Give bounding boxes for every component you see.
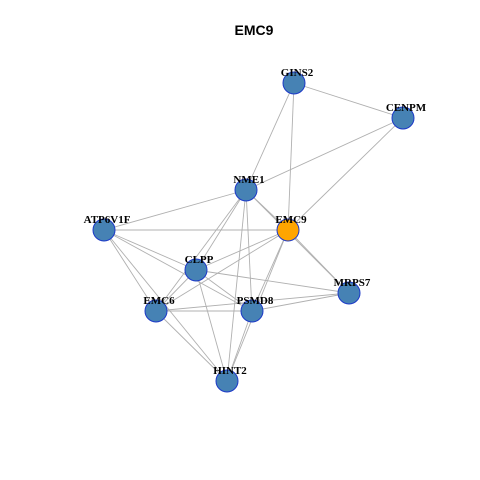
edge-nme1-emc6	[155, 189, 247, 312]
node-label-psmd8: PSMD8	[237, 295, 274, 307]
node-label-gins2: GINS2	[281, 67, 314, 79]
node-label-mrps7: MRPS7	[334, 277, 371, 289]
node-circle-clpp	[184, 258, 208, 282]
node-hint2: HINT2	[213, 365, 247, 393]
edge-layer	[103, 82, 404, 382]
node-emc6: EMC6	[143, 295, 175, 323]
edge-atp6v1f-psmd8	[103, 229, 253, 312]
node-gins2: GINS2	[281, 67, 314, 95]
node-circle-emc9	[276, 218, 300, 242]
edge-cenpm-emc9	[287, 117, 404, 231]
edge-clpp-mrps7	[195, 269, 350, 294]
edge-emc9-clpp	[195, 229, 289, 271]
node-clpp: CLPP	[184, 254, 214, 282]
edge-atp6v1f-emc6	[103, 229, 157, 312]
graph-title: EMC9	[235, 22, 274, 38]
edge-gins2-cenpm	[293, 82, 404, 119]
node-label-emc9: EMC9	[275, 214, 307, 226]
node-label-atp6v1f: ATP6V1F	[84, 214, 131, 226]
edge-gins2-emc9	[287, 82, 295, 231]
node-atp6v1f: ATP6V1F	[84, 214, 131, 242]
edge-cenpm-nme1	[245, 117, 404, 191]
edge-nme1-hint2	[226, 189, 247, 382]
node-mrps7: MRPS7	[334, 277, 371, 305]
node-cenpm: CENPM	[386, 102, 427, 130]
node-circle-atp6v1f	[92, 218, 116, 242]
edge-mrps7-psmd8	[251, 292, 350, 312]
node-circle-nme1	[234, 178, 258, 202]
edge-nme1-psmd8	[245, 189, 253, 312]
edge-clpp-hint2	[195, 269, 228, 382]
node-circle-hint2	[215, 369, 239, 393]
node-emc9: EMC9	[275, 214, 307, 242]
edge-nme1-atp6v1f	[103, 189, 247, 231]
node-label-clpp: CLPP	[185, 254, 214, 266]
edge-psmd8-hint2	[226, 310, 253, 382]
edge-clpp-psmd8	[195, 269, 253, 312]
node-label-nme1: NME1	[233, 174, 264, 186]
node-label-cenpm: CENPM	[386, 102, 427, 114]
edge-emc9-mrps7	[287, 229, 350, 294]
edge-emc9-psmd8	[251, 229, 289, 312]
node-label-emc6: EMC6	[143, 295, 175, 307]
node-circle-mrps7	[337, 281, 361, 305]
node-circle-emc6	[144, 299, 168, 323]
edge-gins2-nme1	[245, 82, 295, 191]
node-circle-cenpm	[391, 106, 415, 130]
node-circle-psmd8	[240, 299, 264, 323]
node-psmd8: PSMD8	[237, 295, 274, 323]
edge-emc6-hint2	[155, 310, 228, 382]
edge-atp6v1f-clpp	[103, 229, 197, 271]
node-label-hint2: HINT2	[213, 365, 247, 377]
edge-emc9-emc6	[155, 229, 289, 312]
node-nme1: NME1	[233, 174, 265, 202]
node-circle-gins2	[282, 71, 306, 95]
